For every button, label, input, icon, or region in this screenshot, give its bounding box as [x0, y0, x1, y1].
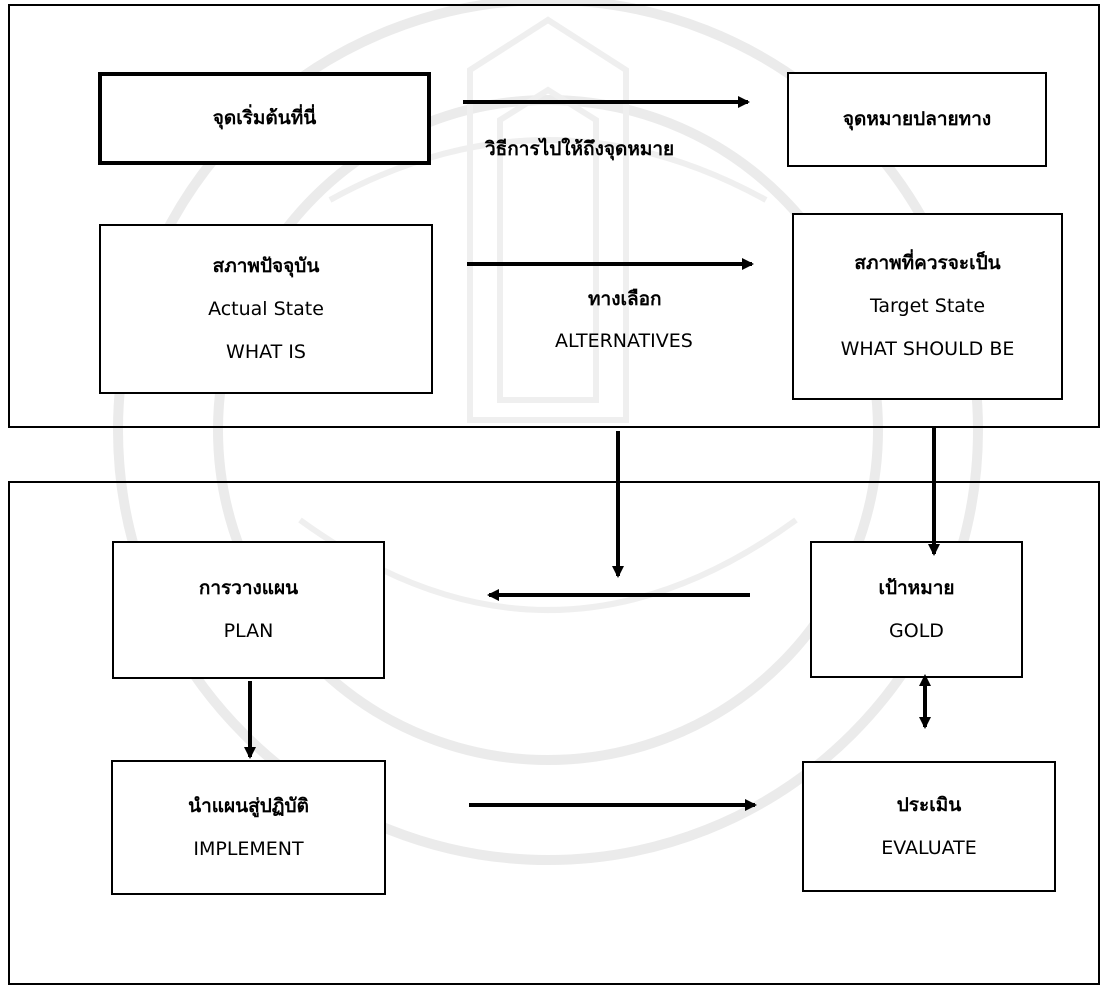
alternatives-label-th: ทางเลือก [588, 288, 662, 310]
plan-en: PLAN [223, 620, 274, 642]
start-box: จุดเริ่มต้นที่นี่ [98, 72, 431, 165]
start-box-label: จุดเริ่มต้นที่นี่ [212, 107, 317, 129]
implement-th: นำแผนสู่ปฏิบัติ [188, 794, 309, 817]
implement-box: นำแผนสู่ปฏิบัติ IMPLEMENT [111, 760, 386, 895]
destination-box-label: จุดหมายปลายทาง [842, 108, 992, 130]
evaluate-box: ประเมิน EVALUATE [802, 761, 1056, 892]
actual-state-th: สภาพปัจจุบัน [212, 254, 320, 277]
actual-state-en: Actual State [208, 297, 324, 320]
implement-en: IMPLEMENT [193, 837, 304, 860]
actual-state-box: สภาพปัจจุบัน Actual State WHAT IS [99, 224, 433, 394]
evaluate-th: ประเมิน [896, 793, 962, 816]
method-label: วิธีการไปให้ถึงจุดหมาย [485, 138, 675, 160]
actual-state-desc: WHAT IS [226, 340, 306, 363]
goal-th: เป้าหมาย [878, 576, 955, 599]
target-state-box: สภาพที่ควรจะเป็น Target State WHAT SHOUL… [792, 213, 1063, 400]
target-state-en: Target State [869, 295, 986, 317]
goal-en: GOLD [889, 619, 944, 642]
alternatives-label-en: ALTERNATIVES [555, 330, 693, 352]
goal-box: เป้าหมาย GOLD [810, 541, 1023, 678]
target-state-desc: WHAT SHOULD BE [840, 338, 1015, 360]
top-section-frame [8, 4, 1100, 428]
plan-th: การวางแผน [198, 577, 299, 599]
destination-box: จุดหมายปลายทาง [787, 72, 1047, 167]
evaluate-en: EVALUATE [881, 836, 977, 859]
plan-box: การวางแผน PLAN [112, 541, 385, 679]
target-state-th: สภาพที่ควรจะเป็น [854, 252, 1001, 274]
